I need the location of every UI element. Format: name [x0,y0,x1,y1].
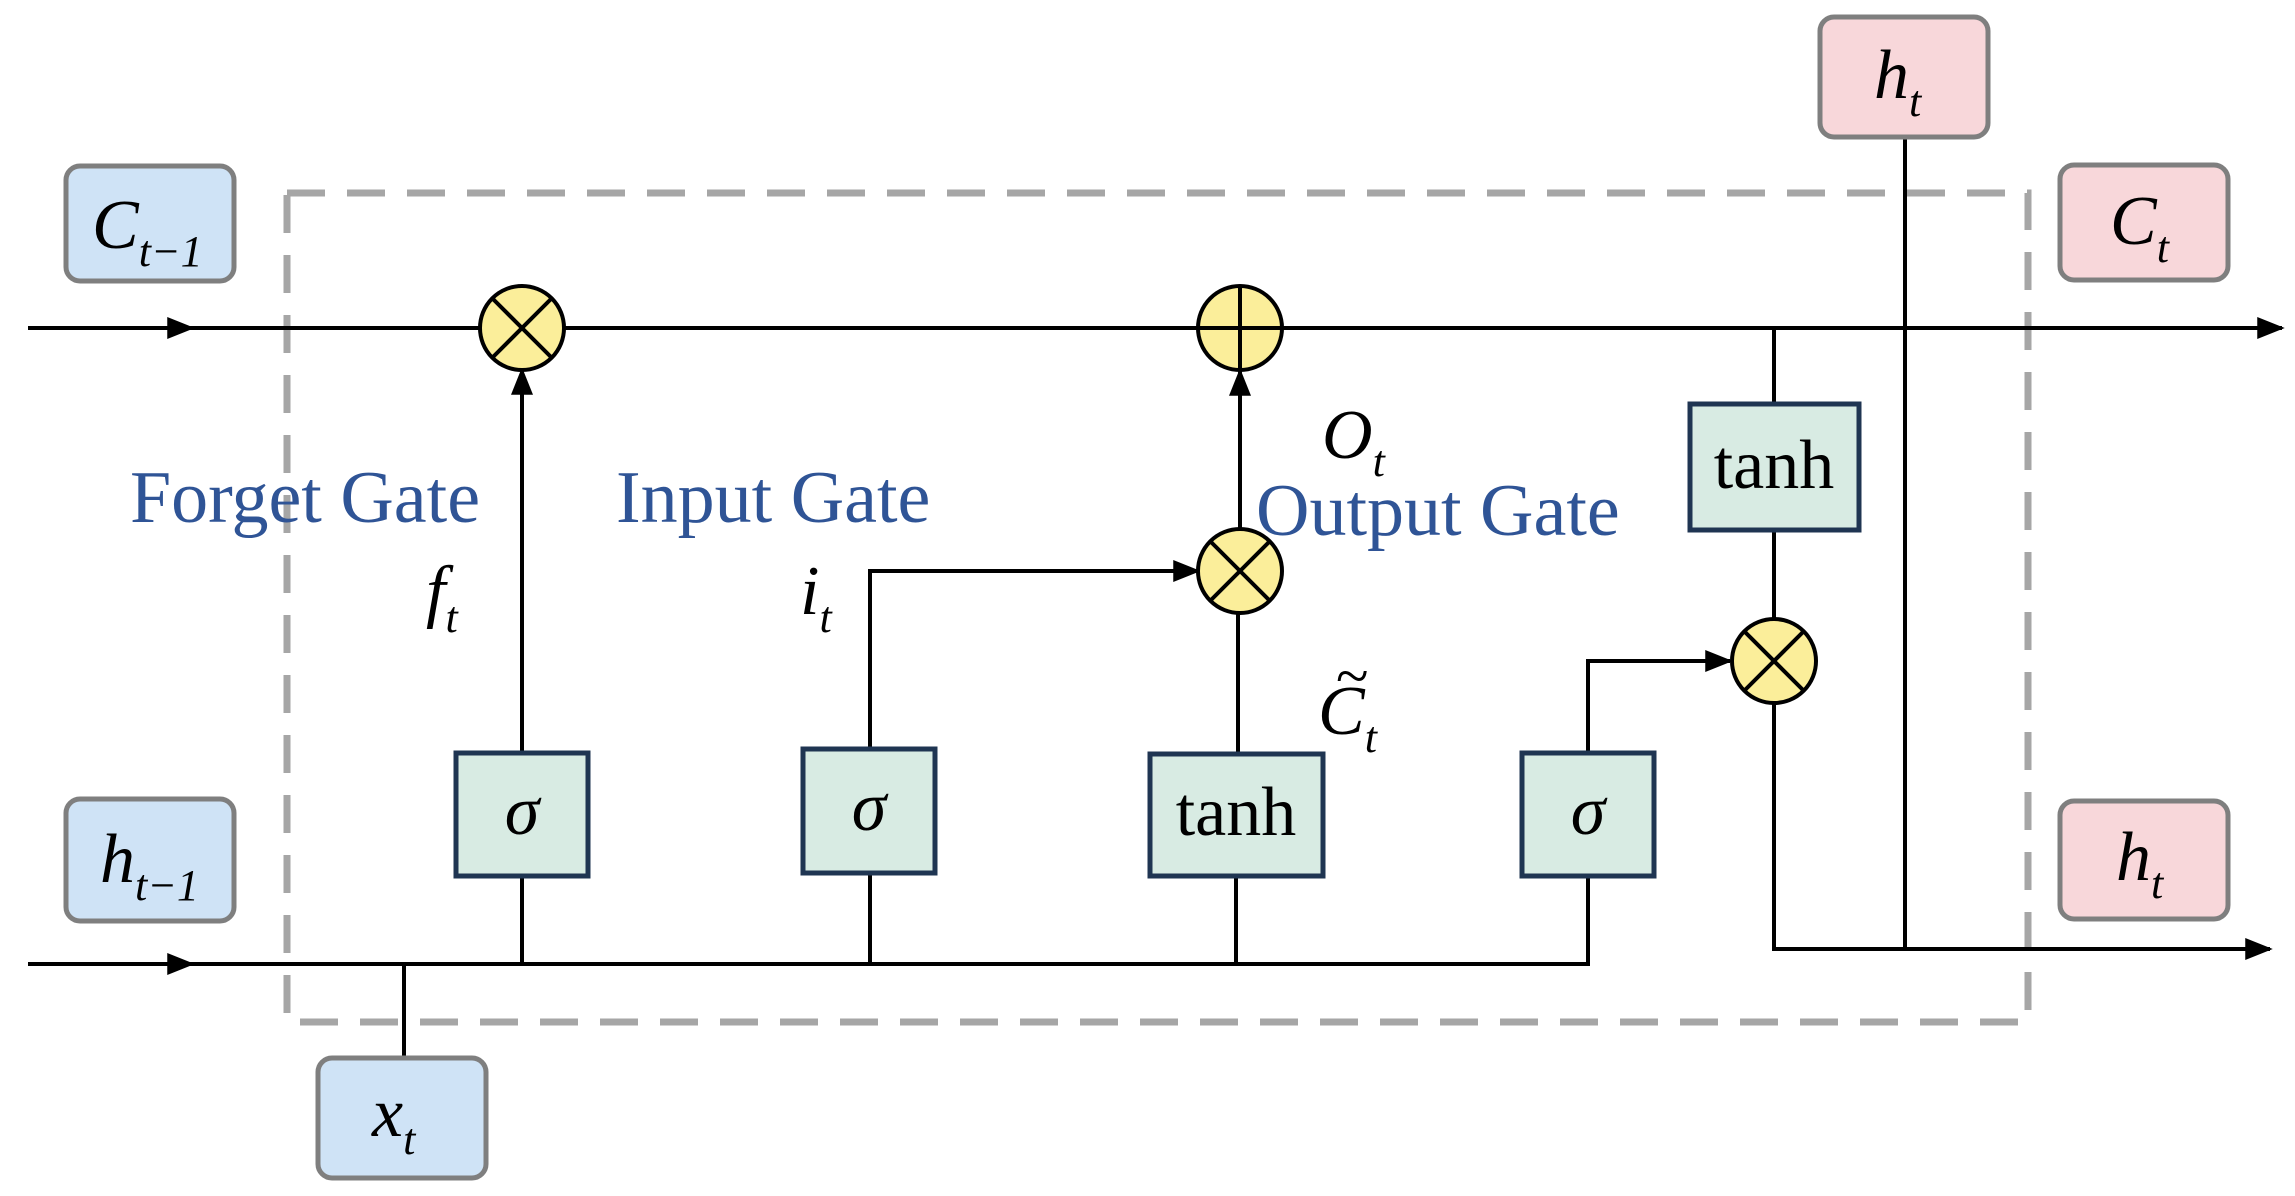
svg-text:tanh: tanh [1714,427,1835,504]
svg-text:ht−1: ht−1 [100,821,199,910]
input-sigma-box: σ [800,746,938,876]
svg-text:Ct: Ct [2110,183,2171,272]
cell-add-icon [1196,284,1284,372]
input-multiply-icon [1196,527,1284,615]
output-sigma-out [1586,650,1733,753]
c-prev-box: Ct−1 [63,163,237,284]
svg-text:Ct−1: Ct−1 [92,187,203,276]
h-prev-box: ht−1 [63,796,237,924]
svg-text:ht: ht [1874,37,1923,126]
svg-text:σ: σ [1571,773,1608,850]
cell-boundary [283,189,2032,1026]
forget-sigma-box: σ [453,750,591,879]
c-out-box: Ct [2057,162,2231,283]
input-sigma-out [868,560,1201,749]
candidate-tanh-box: tanh [1147,751,1326,879]
svg-text:ht: ht [2116,819,2165,908]
c-tilde-signal-label: ~ Ct [1318,643,1379,762]
svg-text:tanh: tanh [1176,774,1297,851]
output-gate-label: Output Gate [1256,470,1620,552]
output-multiply-icon [1730,617,1818,705]
hidden-out-line [1772,703,2273,960]
h-right-box: ht [2057,798,2231,922]
output-sigma-box: σ [1519,750,1657,879]
f-signal-label: ft [426,553,459,642]
input-gate-label: Input Gate [616,457,930,539]
cell-tanh-box: tanh [1687,401,1862,533]
svg-text:Ct: Ct [1318,673,1379,762]
x-box: xt [315,1055,489,1181]
o-signal-label: Ot [1322,397,1387,486]
h-top-box: ht [1817,14,1991,140]
i-signal-label: it [800,553,833,642]
output-sigma-in [1240,876,1590,966]
svg-text:~: ~ [1336,643,1368,709]
svg-text:σ: σ [505,773,542,850]
forget-multiply-icon [478,284,566,372]
svg-text:σ: σ [852,769,889,846]
svg-text:xt: xt [371,1075,417,1164]
forget-gate-label: Forget Gate [130,457,480,539]
